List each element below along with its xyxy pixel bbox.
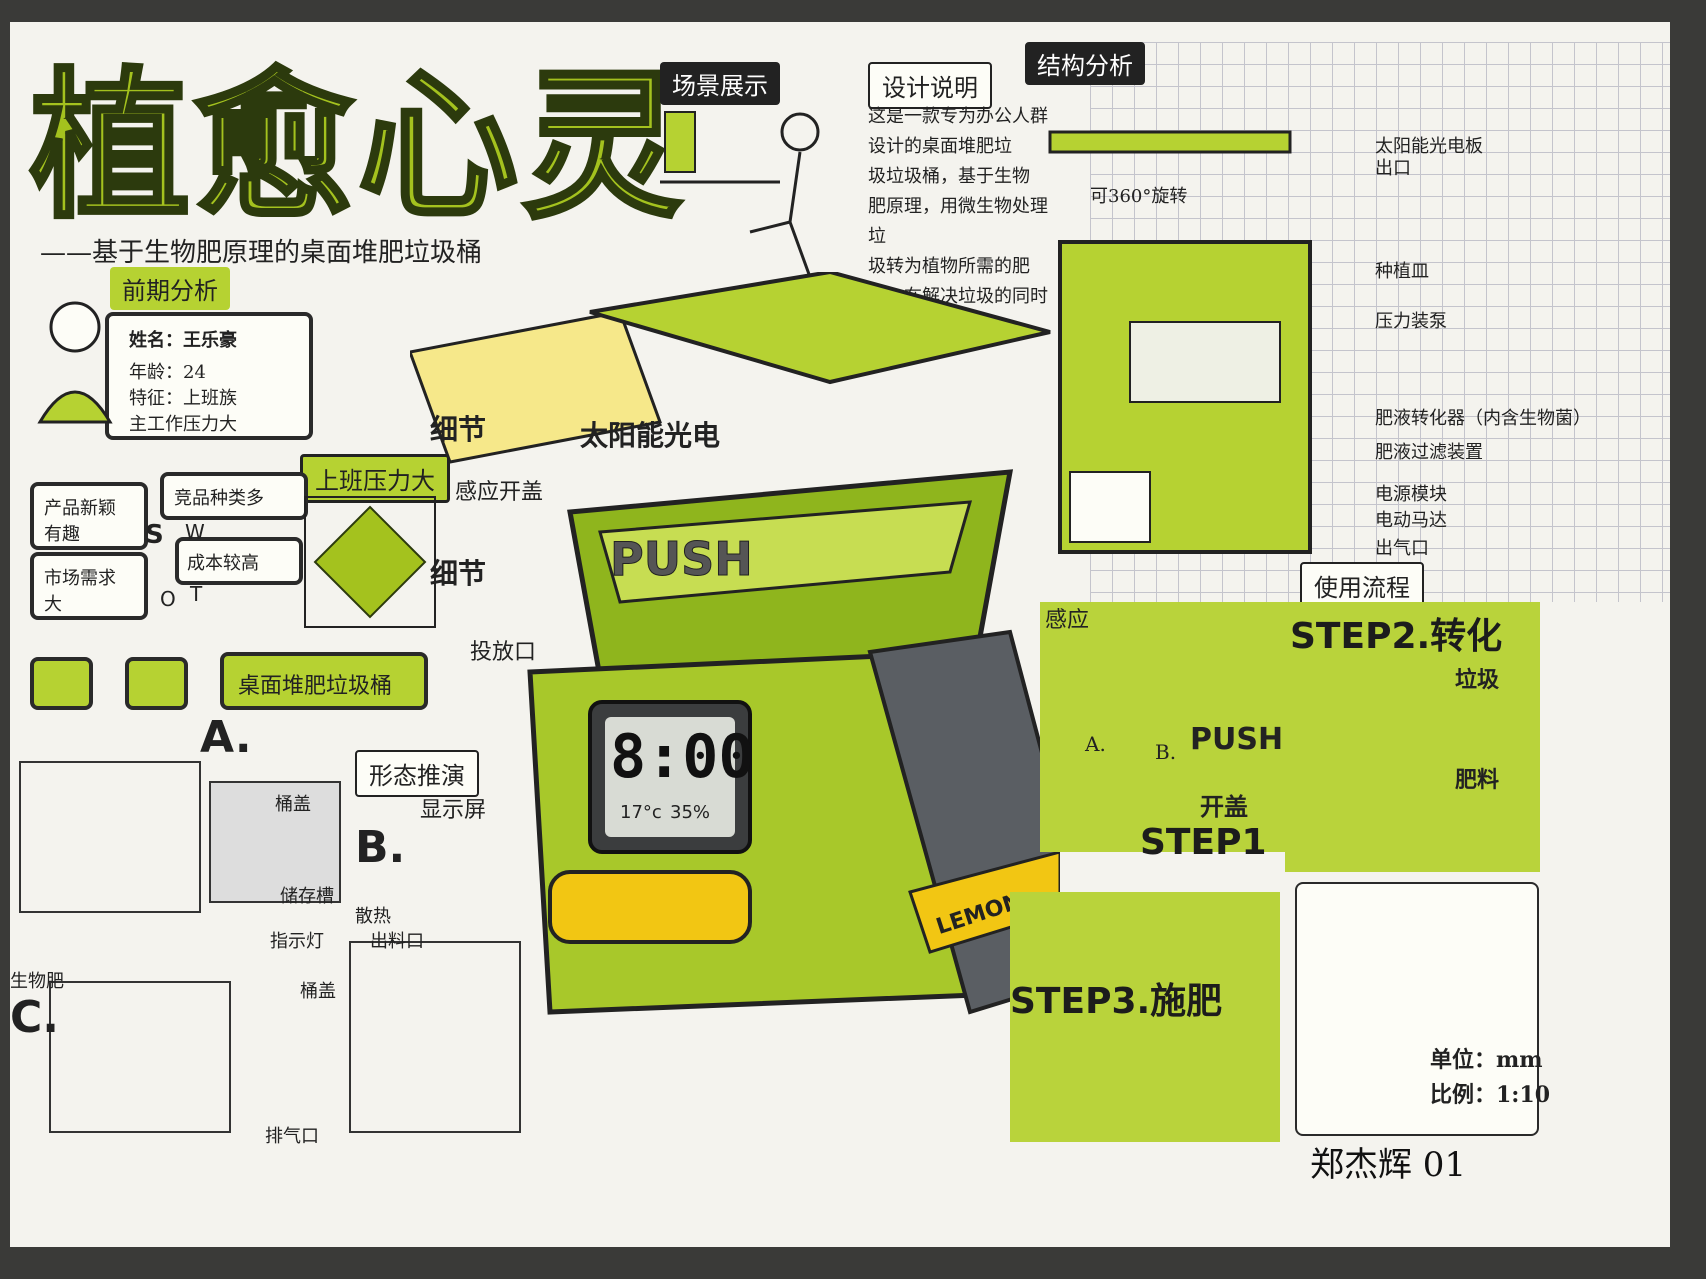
display-time: 8:00 [610,722,755,792]
step1-a: A. [1085,732,1106,756]
callout-solar: 太阳能光电 [580,419,721,452]
step1-push: PUSH [1190,722,1284,757]
callout-detail2: 细节 [430,557,487,590]
form-sketches [19,761,521,1133]
callout-sensor: 感应开盖 [455,480,544,505]
board-title: 植愈心灵 [28,51,687,242]
persona-figure-icon [37,301,113,424]
persona-name: 姓名：王乐豪 [129,330,237,351]
sketch-indicator: 指示灯 [270,931,324,952]
radar-chart-sketch [304,496,436,628]
swot-market: 市场需求 大 [30,552,148,620]
pre-analysis-tag: 前期分析 [110,267,230,310]
step1-panel [1040,602,1285,852]
drawing-scale: 比例：1:10 [1430,1082,1551,1108]
push-label: PUSH [610,532,754,587]
trash-bin-icon [30,657,93,710]
persona-trait: 特征：上班族 [129,388,237,409]
swot-t: T [190,582,203,606]
equation-result: 桌面堆肥垃圾桶 [220,652,428,710]
step3-label: STEP3.施肥 [1010,981,1223,1022]
sketch-a: A. [200,712,252,763]
swot-w: W [185,520,205,544]
step2-trash: 垃圾 [1455,667,1500,693]
step1-action: 开盖 [1200,792,1248,821]
swot-weakness: 竞品种类多 [160,472,308,520]
sketch-discharge: 排气口 [265,1126,319,1147]
main-product-rendering [410,272,1060,1015]
usage-flow-tag: 使用流程 [1300,562,1424,609]
step2-panel [1285,602,1540,872]
step2-fertilizer: 肥料 [1455,767,1500,793]
step1-b: B. [1155,740,1177,764]
display-temp: 17°c [620,802,662,823]
sketch-c: C. [10,992,60,1043]
sketch-slot: 储存槽 [280,886,334,907]
step3-panel [1010,892,1280,1142]
swot-s: S [145,520,164,550]
persona-stress: 主工作压力大 [129,414,237,435]
callout-rotate: 可360°旋转 [1090,186,1188,207]
swot-strength: 产品新颖 有趣 [30,482,148,550]
callout-display: 显示屏 [420,798,487,823]
persona-card: 姓名：王乐豪 年龄：24 特征：上班族 主工作压力大 [105,312,313,440]
stress-tag: 上班压力大 [300,454,450,503]
swot-o: O [160,587,176,611]
board-subtitle: ——基于生物肥原理的桌面堆肥垃圾桶 [40,238,483,268]
swot-threat: 成本较高 [175,537,303,585]
callout-inlet: 投放口 [470,640,537,665]
signature: 郑杰辉 01 [1310,1145,1467,1185]
sketch-fan: 散热 [355,906,391,927]
step2-label: STEP2.转化 [1290,616,1503,657]
design-description: 这是一款专为办公人群 设计的桌面堆肥垃 圾垃圾桶，基于生物 肥原理，用微生物处理… [868,106,1048,337]
sketch-b: B. [355,822,406,873]
design-board: 植愈心灵 ——基于生物肥原理的桌面堆肥垃圾桶 前期分析 姓名：王乐豪 年龄：24… [10,22,1670,1247]
step1-sense: 感应 [1045,608,1090,633]
form-evolution-tag: 形态推演 [355,750,479,797]
leaf-icon [125,657,188,710]
callout-detail: 细节 [430,413,487,446]
persona-age: 年龄：24 [129,362,206,383]
structure-diagram [1048,130,1312,554]
sketch-lid2: 桶盖 [300,981,336,1002]
step1-label: STEP1 [1140,822,1267,863]
drawing-unit: 单位：mm [1430,1047,1543,1073]
sketch-lid: 桶盖 [275,794,311,815]
sketch-output: 出料口 [370,931,424,952]
display-humidity: 35% [670,802,711,823]
structure-tag: 结构分析 [1025,42,1145,85]
sketch-bio: 生物肥 [10,971,64,992]
orthographic-drawings [1295,882,1539,1136]
scene-tag: 场景展示 [660,62,780,105]
design-desc-tag: 设计说明 [868,62,992,109]
scene-illustration [660,111,820,278]
